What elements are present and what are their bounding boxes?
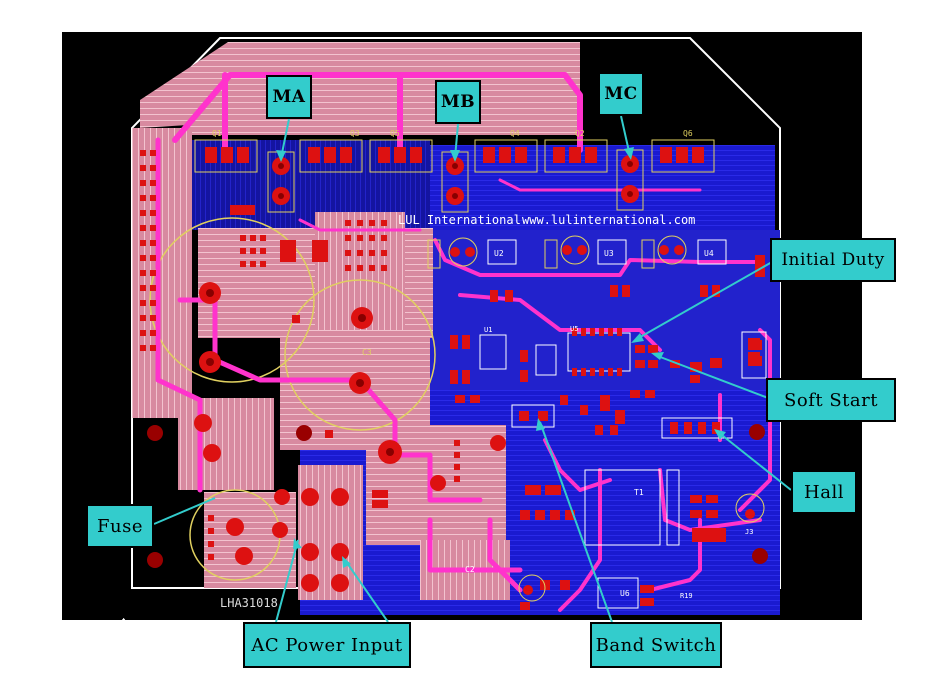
callout-mb: MB xyxy=(435,80,481,124)
label-u2: U2 xyxy=(494,249,504,258)
silk-website: www.lulinternational.com xyxy=(522,213,695,227)
label-u3: U3 xyxy=(604,249,614,258)
label-q5: Q5 xyxy=(390,129,400,138)
mounting-holes xyxy=(147,424,768,568)
leader-arrowheads xyxy=(276,147,726,568)
label-u4: U4 xyxy=(704,249,714,258)
label-r19: R19 xyxy=(680,592,693,600)
label-c2: C2 xyxy=(465,565,475,574)
copper-pour-ac xyxy=(204,492,296,588)
silk-c3 xyxy=(284,279,436,431)
silk-part-number: LHA31018 xyxy=(220,596,278,610)
regulators xyxy=(427,235,727,269)
silk-company: LUL International xyxy=(398,213,521,227)
callout-ma: MA xyxy=(266,75,312,119)
connector-j3 xyxy=(735,493,765,523)
label-q4: Q4 xyxy=(510,129,520,138)
pad-grids xyxy=(140,150,460,560)
bottom-cap-pad xyxy=(523,585,533,595)
label-q6: Q6 xyxy=(683,129,693,138)
label-u5: U5 xyxy=(570,325,578,333)
traces xyxy=(155,72,772,612)
callout-mc: MC xyxy=(598,72,644,116)
label-u6: U6 xyxy=(620,589,630,598)
label-t1: T1 xyxy=(634,488,644,497)
headers xyxy=(511,331,767,439)
label-q2: Q2 xyxy=(575,129,585,138)
label-c3: C3 xyxy=(362,348,372,357)
callout-soft-start: Soft Start xyxy=(766,378,896,422)
connector-j3-pad xyxy=(745,509,755,519)
callout-band-switch: Band Switch xyxy=(590,622,722,668)
label-q1: Q1 xyxy=(212,129,222,138)
copper-pour-fuse xyxy=(178,398,274,490)
callout-initial-duty: Initial Duty xyxy=(770,238,896,282)
corner-mark: ✥ xyxy=(120,614,128,628)
resistor-vertical xyxy=(666,469,680,546)
label-j3: J3 xyxy=(745,528,753,536)
label-q3: Q3 xyxy=(350,129,360,138)
controller-ic xyxy=(479,328,631,376)
ic-u6 xyxy=(597,577,639,609)
transformer-t1 xyxy=(584,469,661,546)
transistor-row xyxy=(194,139,715,173)
callout-fuse: Fuse xyxy=(86,504,154,548)
callout-hall: Hall xyxy=(791,470,857,514)
leader-lines xyxy=(153,115,792,623)
power-pads xyxy=(194,282,506,592)
callout-ac-power-input: AC Power Input xyxy=(243,622,411,668)
label-u1: U1 xyxy=(484,326,492,334)
bottom-cap xyxy=(518,574,546,602)
